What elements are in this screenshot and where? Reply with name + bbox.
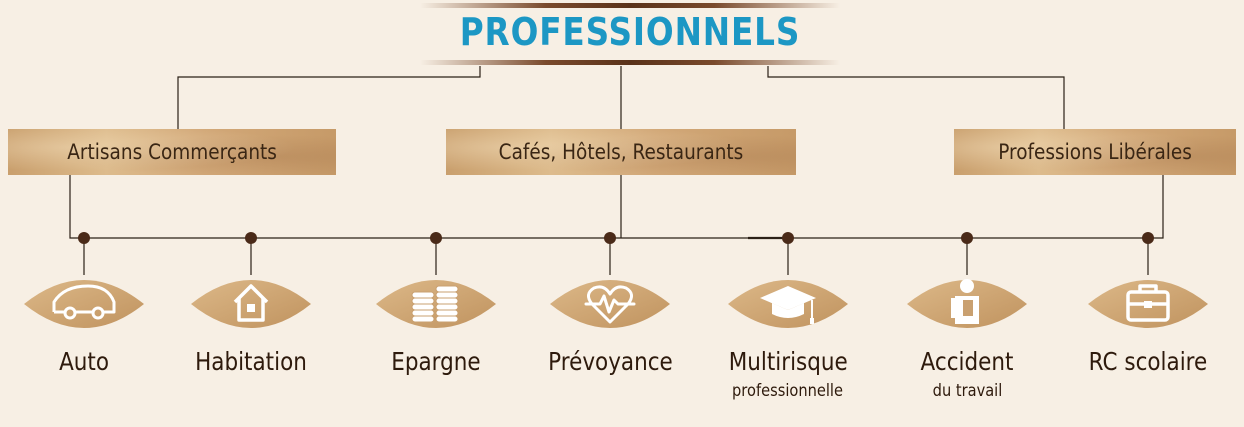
coins-icon	[376, 280, 496, 328]
product-multirisque: Multirisque professionnelle	[698, 270, 878, 402]
car-icon	[24, 280, 144, 328]
category-cafes: Cafés, Hôtels, Restaurants	[446, 129, 796, 175]
product-epargne: Epargne	[346, 270, 526, 376]
graduation-cap-icon	[728, 280, 848, 328]
category-liberales: Professions Libérales	[954, 129, 1236, 175]
connector-liberales-drop	[1148, 175, 1164, 239]
node-dot	[1142, 232, 1154, 244]
category-label: Artisans Commerçants	[67, 140, 277, 164]
product-habitation: Habitation	[161, 270, 341, 376]
product-label: Auto	[59, 347, 109, 376]
connector-right-branch	[767, 66, 1065, 130]
category-label: Cafés, Hôtels, Restaurants	[498, 140, 744, 164]
product-prevoyance: Prévoyance	[520, 270, 700, 376]
product-rc-scolaire: RC scolaire	[1058, 270, 1238, 376]
product-label: RC scolaire	[1088, 347, 1208, 376]
node-dot	[782, 232, 794, 244]
briefcase-icon	[1088, 280, 1208, 328]
product-sublabel: professionnelle	[732, 381, 844, 401]
product-label: Prévoyance	[547, 347, 673, 376]
page-title: PROFESSIONNELS	[459, 10, 801, 54]
product-label: Habitation	[195, 347, 307, 376]
category-label: Professions Libérales	[998, 140, 1192, 164]
title-banner: PROFESSIONNELS	[420, 3, 840, 65]
product-accident: Accident du travail	[877, 270, 1057, 402]
node-dot	[430, 232, 442, 244]
product-auto: Auto	[0, 270, 174, 376]
node-dot	[604, 232, 616, 244]
node-dot	[245, 232, 257, 244]
connector-artisans-drop	[69, 175, 84, 239]
product-label: Epargne	[391, 347, 481, 376]
product-sublabel: du travail	[932, 381, 1002, 401]
product-label: Accident	[920, 347, 1014, 376]
node-dot	[78, 232, 90, 244]
injured-person-icon	[907, 279, 1027, 328]
connector-left-branch	[177, 66, 481, 130]
product-label: Multirisque	[728, 347, 848, 376]
house-icon	[191, 280, 311, 328]
category-artisans: Artisans Commerçants	[8, 129, 336, 175]
heart-pulse-icon	[550, 280, 670, 328]
node-dot	[961, 232, 973, 244]
